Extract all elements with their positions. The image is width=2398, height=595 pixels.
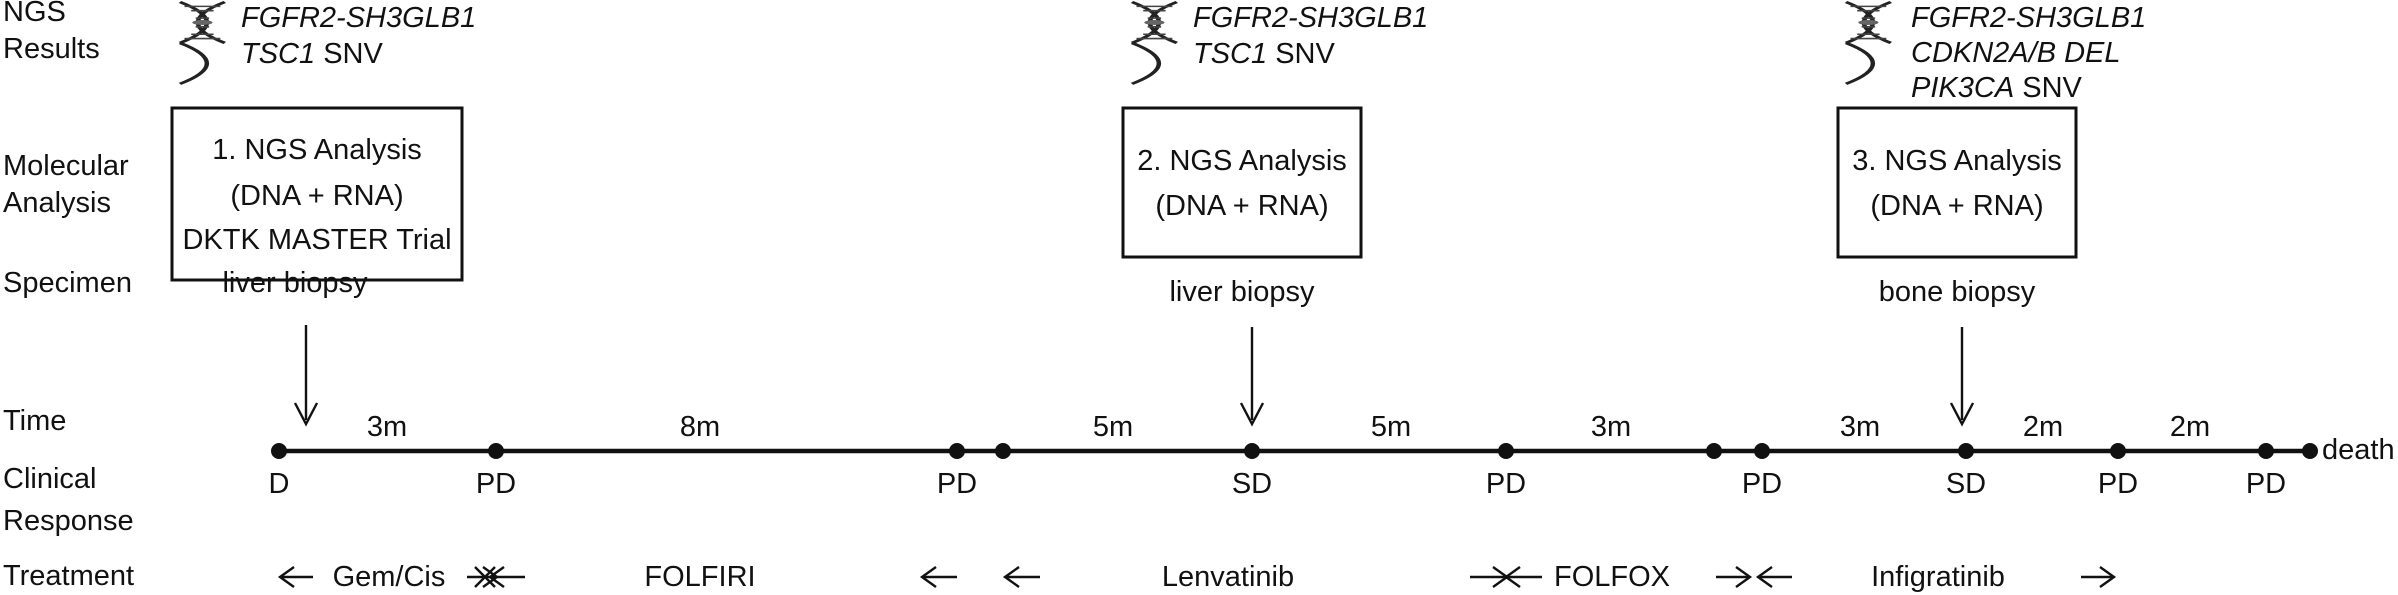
clinical-response-label: PD [2246,468,2286,500]
specimen-label: bone biopsy [1879,276,2036,308]
timeline-end-label: death [2322,434,2395,466]
ngs-analysis-title: 1. NGS Analysis [212,134,422,166]
ngs-analysis-type: (DNA + RNA) [1870,190,2043,222]
time-interval-label: 5m [1093,411,1133,443]
biopsy-arrow-head [1239,402,1265,427]
clinical-response-label: PD [1742,468,1782,500]
row-label-specimen: Specimen [3,267,132,299]
time-interval-label: 8m [680,411,720,443]
row-label-treatment: Treatment [3,560,134,592]
treatment-label: Infigratinib [1871,561,2005,593]
timeline-event-dot [1754,443,1770,459]
ngs-analysis-trial: DKTK MASTER Trial [182,224,451,256]
ngs-result-gene: PIK3CA [1911,72,2014,104]
timeline-event-dot [995,443,1011,459]
ngs-analysis-box [1836,106,2078,259]
specimen-label: liver biopsy [222,267,368,299]
time-interval-label: 2m [2170,411,2210,443]
row-label-results: Results [3,33,100,65]
specimen-label: liver biopsy [1169,276,1315,308]
timeline-end-dot [2302,443,2318,459]
ngs-result-line: TSC1 SNV [1193,38,1335,70]
treatment-arrow-head [1002,566,1020,588]
row-label-clinical: Clinical [3,463,96,495]
row-label-time: Time [3,405,66,437]
ngs-result-line: PIK3CA SNV [1911,72,2083,104]
clinical-response-label: SD [1946,468,1986,500]
timeline-event-dot [1958,443,1974,459]
ngs-result-gene: FGFR2-SH3GLB1 [1911,2,2146,34]
treatment-arrow-head [277,566,295,588]
biopsy-arrow-head [293,402,319,427]
ngs-result-gene: TSC1 [1193,38,1267,70]
timeline-event-dot [949,443,965,459]
dna-icon [1846,2,1891,84]
ngs-result-suffix: SNV [315,38,383,70]
row-label-ngs: NGS [3,0,66,28]
ngs-result-suffix: SNV [1267,38,1335,70]
ngs-analysis-type: (DNA + RNA) [230,180,403,212]
ngs-result-line: TSC1 SNV [241,38,383,70]
treatment-label: FOLFIRI [644,561,755,593]
treatment-label: Lenvatinib [1162,561,1294,593]
clinical-response-label: PD [937,468,977,500]
treatment-label: FOLFOX [1554,561,1670,593]
row-label-molecular: Molecular [3,150,129,182]
treatment-arrow-head [1735,566,1753,588]
treatment-label: Gem/Cis [333,561,446,593]
ngs-result-gene: FGFR2-SH3GLB1 [1193,2,1428,34]
timeline: D PD PD SD PD PD SD PD PD 3m 8m 5m 5m 3m 3m 2m 2m death [269,411,2395,500]
clinical-response-label: SD [1232,468,1272,500]
ngs-result-suffix: SNV [2014,72,2082,104]
timeline-event-dot [2258,443,2274,459]
time-interval-label: 5m [1371,411,1411,443]
ngs-analysis-title: 3. NGS Analysis [1852,145,2062,177]
ngs-result-gene: CDKN2A/B DEL [1911,37,2121,69]
treatment-row: Gem/Cis FOLFIRI Lenvatinib FOLFOX Infigratin… [277,561,2117,593]
analysis-1: FGFR2-SH3GLB1 TSC1 SNV 1. NGS Analysis (… [170,2,476,427]
dna-icon [180,2,225,84]
ngs-result-gene: TSC1 [241,38,315,70]
time-interval-label: 3m [1591,411,1631,443]
timeline-event-dot [1706,443,1722,459]
time-interval-label: 3m [367,411,407,443]
treatment-arrow-head [1755,566,1773,588]
clinical-response-label: PD [1486,468,1526,500]
timeline-event-dot [271,443,287,459]
time-interval-label: 2m [2023,411,2063,443]
clinical-response-label: PD [476,468,516,500]
timeline-event-dot [2110,443,2126,459]
ngs-analysis-title: 2. NGS Analysis [1137,145,1347,177]
time-interval-label: 3m [1840,411,1880,443]
row-label-analysis: Analysis [3,187,111,219]
analysis-2: FGFR2-SH3GLB1 TSC1 SNV 2. NGS Analysis (… [1121,2,1428,427]
clinical-response-label: D [269,468,290,500]
ngs-result-gene: FGFR2-SH3GLB1 [241,2,476,34]
treatment-arrow-head [487,566,505,588]
clinical-response-label: PD [2098,468,2138,500]
timeline-event-dot [1244,443,1260,459]
row-label-response: Response [3,505,134,537]
biopsy-arrow-head [1949,402,1975,427]
treatment-arrow-head [2099,566,2117,588]
dna-icon [1132,2,1177,84]
timeline-event-dot [1498,443,1514,459]
timeline-marks: D PD PD SD PD PD SD PD PD 3m 8m 5m 5m 3m 3m 2m 2m [269,411,2318,500]
ngs-analysis-box [170,106,464,282]
treatment-stop-marker [474,566,496,588]
treatment-arrow-head [1503,566,1521,588]
ngs-analysis-box [1121,106,1363,259]
analysis-3: FGFR2-SH3GLB1 CDKN2A/B DEL PIK3CA SNV 3.… [1836,2,2146,427]
timeline-event-dot [488,443,504,459]
ngs-analysis-type: (DNA + RNA) [1155,190,1328,222]
treatment-arrow-head [919,566,937,588]
